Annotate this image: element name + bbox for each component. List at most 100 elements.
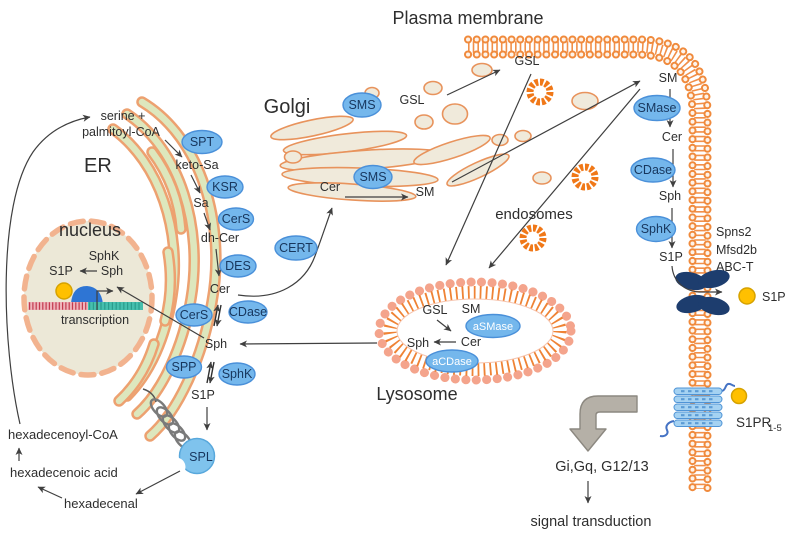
golgi-to-pm-gsl-arrow [446, 69, 501, 96]
transporter-subunit [675, 271, 707, 291]
transporter-subunit [676, 294, 708, 314]
exported-s1p-label: S1P [762, 290, 786, 304]
pm-sphk-enzyme [635, 215, 677, 243]
pm-gsl-label: GSL [514, 54, 539, 68]
lysosome-lipid-heads [374, 277, 576, 385]
substrate-label: serine + [101, 109, 146, 123]
hexadecenal-to-acid-arrow [37, 486, 63, 499]
s1pr-subscript: 1-5 [768, 423, 782, 434]
endosome-vesicles: endosomes [495, 78, 599, 252]
endosome [526, 78, 554, 106]
pm-cer-label: Cer [662, 130, 682, 144]
vesicle [414, 114, 434, 130]
substrate-label2: palmitoyl-CoA [82, 125, 160, 139]
cers2-label: CerS [180, 308, 208, 322]
pm-sm-to-lysosome-arrow [488, 88, 641, 269]
er-pathway: serine + palmitoyl-CoA SPT keto-Sa KSR S… [82, 109, 268, 431]
signaling-bent-arrow [569, 395, 638, 452]
cers-label: CerS [222, 212, 250, 226]
pm-cdase-label: CDase [634, 163, 672, 177]
pm-sph-label: Sph [659, 189, 681, 203]
cert-label: CERT [279, 241, 313, 255]
plasma-membrane [464, 35, 712, 493]
golgi-cisterna [413, 134, 491, 166]
s1p-export-arrow [671, 265, 723, 296]
smase-label: SMase [638, 101, 677, 115]
vesicle [514, 129, 532, 143]
golgi-pathway: CERT SMS GSL Cer SMS SM [237, 69, 501, 297]
outer-lipid-heads-inner [466, 37, 710, 491]
endosome [571, 163, 599, 191]
spp-label: SPP [171, 360, 196, 374]
nuclear-sphk-label: SphK [89, 249, 120, 263]
g-proteins-label: Gi,Gq, G12/13 [555, 459, 649, 475]
sph-import-to-nucleus-arrow [116, 286, 205, 339]
abct-label: ABC-T [716, 260, 754, 274]
lysosome-lipid-tails [383, 286, 567, 376]
coil-loop [167, 422, 187, 442]
sa-label: Sa [193, 196, 208, 210]
nuclear-envelope [21, 218, 155, 378]
lysosome-sm-label: SM [462, 302, 481, 316]
lysosome-cer-label: Cer [461, 335, 481, 349]
ksr-label: KSR [212, 180, 238, 194]
nuclear-sph-label: Sph [101, 264, 123, 278]
er-title: ER [84, 155, 112, 177]
er-cdase-enzyme [228, 300, 268, 324]
lysosome-sph-label: Sph [407, 336, 429, 350]
dhcer-label: dh-Cer [201, 231, 239, 245]
cert-protein [274, 235, 318, 261]
receptor-nterm-squiggle [721, 382, 736, 392]
dna-gene [88, 302, 143, 310]
smase-enzyme [633, 94, 681, 122]
nucleus: nucleus SphK S1P Sph transcription [21, 218, 155, 378]
dna-promoter [28, 302, 88, 310]
s1pr-label: S1PR [736, 415, 772, 430]
er-cdase-label: CDase [229, 305, 267, 319]
signal-transduction-label: signal transduction [531, 514, 652, 530]
spns2-label: Spns2 [716, 225, 751, 239]
inner-lipid-heads-inner [466, 52, 695, 491]
spl-recycling: SPL hexadecenal hexadecenoic acid hexade… [5, 114, 216, 511]
cers2-enzyme [175, 303, 213, 327]
des-enzyme [219, 254, 257, 278]
sms-top-enzyme [342, 92, 382, 118]
cers-enzyme [217, 207, 255, 231]
lysosome: GSL SM aSMase Cer Sph aCDase [374, 277, 576, 385]
mfsd2b-label: Mfsd2b [716, 243, 757, 257]
spl-enzyme [178, 437, 216, 475]
plasma-membrane-title: Plasma membrane [392, 8, 543, 28]
coa-recycle-arrow [5, 114, 91, 425]
golgi-gsl-label: GSL [399, 93, 424, 107]
spp-enzyme [165, 355, 203, 379]
spl-label: SPL [189, 450, 213, 464]
pm-gsl-to-lysosome-arrow [445, 73, 532, 266]
golgi-cer-label: Cer [320, 180, 340, 194]
vesicle [571, 91, 599, 111]
s1p-receptor: S1PR 1-5 [659, 382, 782, 438]
nucleus-title: nucleus [59, 220, 121, 240]
exported-s1p-dot [738, 287, 756, 305]
vesicle [532, 171, 552, 185]
sms-bottom-label: SMS [359, 170, 386, 184]
receptor-cterm-squiggle [659, 420, 675, 438]
des-label: DES [225, 259, 251, 273]
golgi-title: Golgi [264, 96, 311, 118]
receptor-helices [673, 387, 723, 427]
cer-sph-exchange-up [213, 304, 221, 327]
spl-to-hexadecenal-arrow [135, 470, 181, 495]
ksr-enzyme [206, 175, 244, 199]
hexadecenoic-acid-label: hexadecenoic acid [10, 465, 118, 480]
acdase-enzyme [425, 349, 479, 373]
s1p-transporter: Spns2 Mfsd2b ABC-T S1P [671, 225, 786, 316]
hexadecenoyl-coa-label: hexadecenoyl-CoA [8, 427, 118, 442]
dhcer-to-cer-arrow [214, 248, 222, 277]
lipid-tails-band [468, 41, 706, 489]
pm-cdase-enzyme [630, 157, 676, 183]
golgi-cisterna [446, 153, 510, 187]
sph-s1p-exchange-down [207, 361, 215, 384]
pm-sm-label: SM [659, 71, 678, 85]
endosomes-title: endosomes [495, 206, 573, 223]
cert-transfer-arrow [237, 207, 333, 297]
gsl-to-cer-arrow [436, 319, 452, 332]
